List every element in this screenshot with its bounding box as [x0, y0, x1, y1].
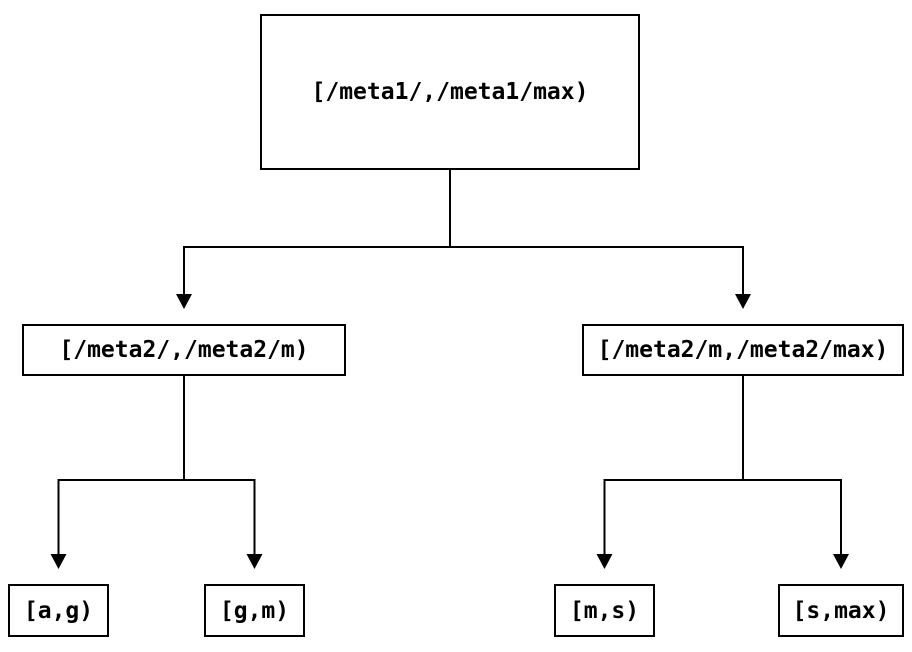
- tree-edge: [603, 376, 744, 554]
- tree-node-meta2-low: [/meta2/,/meta2/m): [22, 324, 346, 376]
- tree-node-meta2-high: [/meta2/m,/meta2/max): [582, 324, 904, 376]
- tree-node-leaf-ag: [a,g): [8, 584, 109, 637]
- tree-node-leaf-ms: [m,s): [554, 584, 655, 637]
- tree-edge: [449, 170, 744, 294]
- arrowhead-icon: [735, 294, 751, 309]
- tree-node-leaf-smax: [s,max): [778, 584, 904, 637]
- tree-edge: [183, 170, 451, 294]
- tree-edge: [57, 376, 185, 554]
- tree-edge: [742, 376, 842, 554]
- tree-node-root: [/meta1/,/meta1/max): [260, 14, 640, 170]
- tree-node-leaf-gm: [g,m): [204, 584, 305, 637]
- tree-edge: [183, 376, 256, 554]
- arrowhead-icon: [50, 554, 67, 569]
- arrowhead-icon: [176, 294, 192, 309]
- arrowhead-icon: [246, 554, 263, 569]
- arrowhead-icon: [833, 554, 849, 569]
- arrowhead-icon: [596, 554, 613, 569]
